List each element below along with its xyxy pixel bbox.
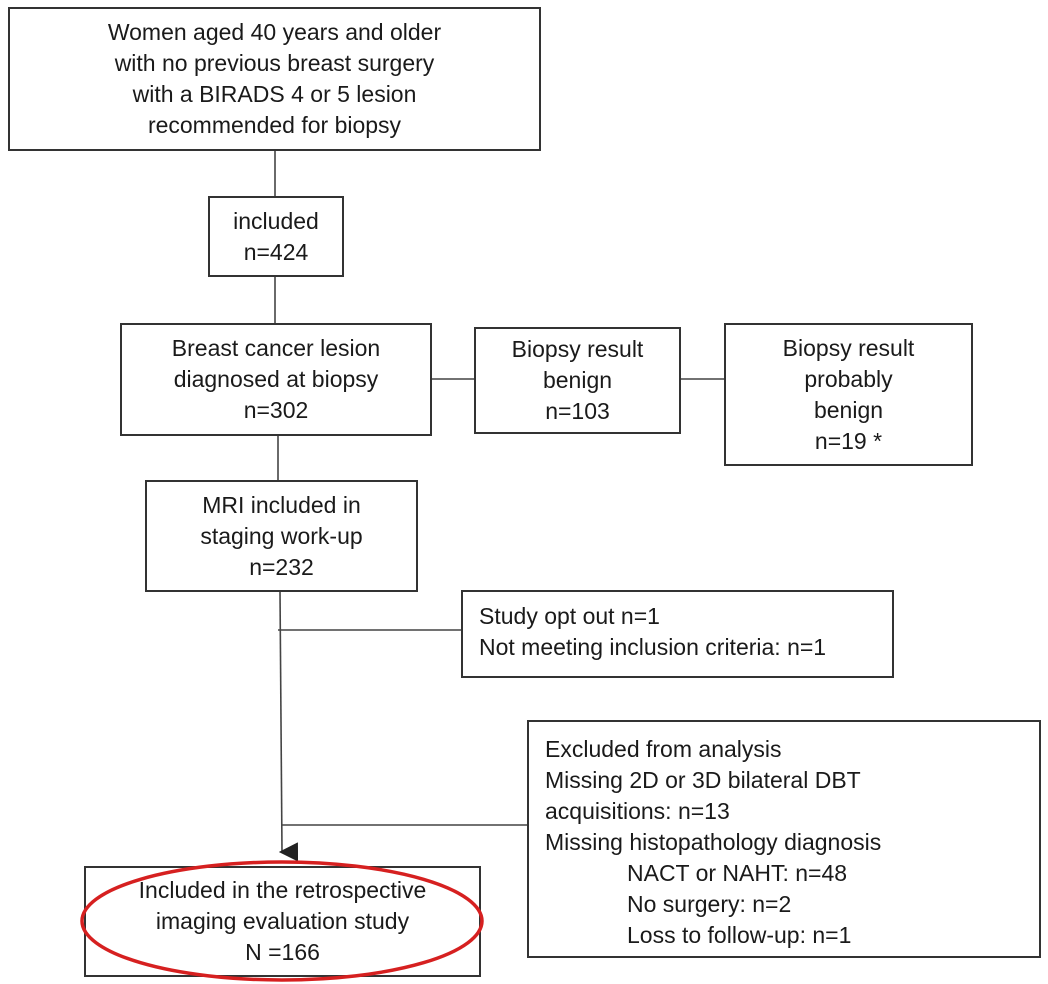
benign-line: Biopsy result: [511, 336, 644, 362]
included-box: included n=424: [208, 196, 344, 277]
excluded-box: Excluded from analysis Missing 2D or 3D …: [527, 720, 1041, 958]
opt-out-line: Study opt out n=1: [479, 603, 660, 629]
mri-line: MRI included in: [202, 491, 361, 518]
cancer-box: Breast cancer lesion diagnosed at biopsy…: [120, 323, 432, 436]
final-count: N =166: [245, 939, 320, 965]
final-box: Included in the retrospective imaging ev…: [84, 866, 481, 977]
probably-benign-box: Biopsy result probably benign n=19 *: [724, 323, 973, 466]
excluded-sub-line: Loss to follow-up: n=1: [627, 922, 852, 948]
excluded-sub-line: No surgery: n=2: [627, 891, 792, 917]
probably-benign-line: benign: [813, 396, 884, 423]
probably-benign-line: probably: [804, 365, 893, 392]
probably-benign-line: Biopsy result: [782, 334, 915, 361]
cancer-count: n=302: [243, 397, 309, 423]
final-line: Included in the retrospective: [138, 877, 427, 903]
eligibility-line: with a BIRADS 4 or 5 lesion: [132, 81, 417, 107]
final-line: imaging evaluation study: [155, 908, 410, 934]
excluded-line: acquisitions: n=13: [545, 798, 730, 824]
opt-out-box: Study opt out n=1 Not meeting inclusion …: [461, 590, 894, 678]
excluded-line: Missing 2D or 3D bilateral DBT: [545, 767, 861, 793]
eligibility-line: recommended for biopsy: [147, 112, 402, 138]
included-count: n=424: [243, 238, 309, 265]
included-label: included: [233, 207, 319, 234]
benign-count: n=103: [545, 398, 610, 424]
mri-line: staging work-up: [200, 522, 363, 549]
probably-benign-count: n=19 *: [814, 427, 883, 454]
eligibility-line: Women aged 40 years and older: [107, 19, 442, 45]
excluded-sub-line: NACT or NAHT: n=48: [627, 860, 848, 886]
eligibility-box: Women aged 40 years and older with no pr…: [8, 7, 541, 151]
cancer-line: diagnosed at biopsy: [173, 366, 379, 392]
benign-line: benign: [542, 367, 613, 393]
opt-out-line: Not meeting inclusion criteria: n=1: [479, 634, 827, 660]
benign-box: Biopsy result benign n=103: [474, 327, 681, 434]
cancer-line: Breast cancer lesion: [171, 335, 381, 361]
mri-count: n=232: [249, 553, 314, 580]
excluded-line: Excluded from analysis: [545, 736, 782, 762]
eligibility-line: with no previous breast surgery: [114, 50, 435, 76]
excluded-line: Missing histopathology diagnosis: [545, 829, 882, 855]
connector-mri-final: [278, 590, 299, 862]
mri-box: MRI included in staging work-up n=232: [145, 480, 418, 592]
